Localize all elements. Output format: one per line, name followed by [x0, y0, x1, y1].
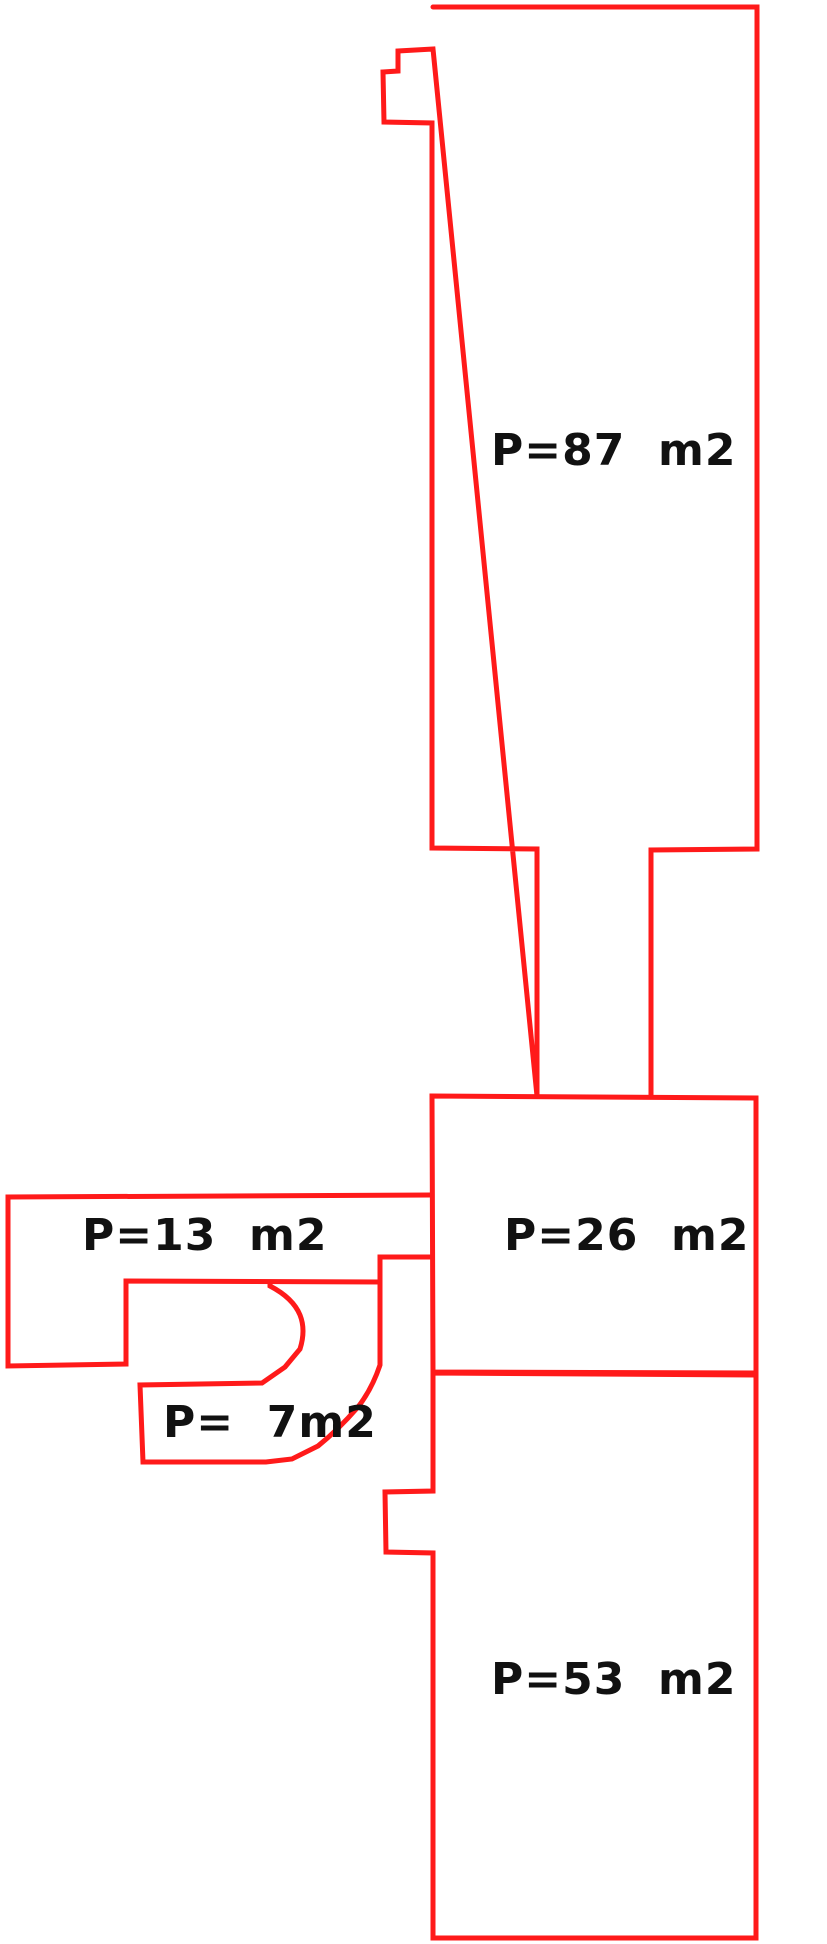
room-87-outline [380, 4, 760, 1099]
room-53-outline [382, 1370, 759, 1941]
room-26-area-label: P=26 m2 [504, 1210, 749, 1261]
room-13-area-label: P=13 m2 [82, 1210, 327, 1261]
room-13-outline [5, 1192, 435, 1369]
room-7-area-label: P= 7m2 [163, 1397, 377, 1448]
room-53-area-label: P=53 m2 [491, 1654, 736, 1705]
room-87-area-label: P=87 m2 [491, 425, 736, 476]
room-7-outline [137, 1279, 383, 1465]
